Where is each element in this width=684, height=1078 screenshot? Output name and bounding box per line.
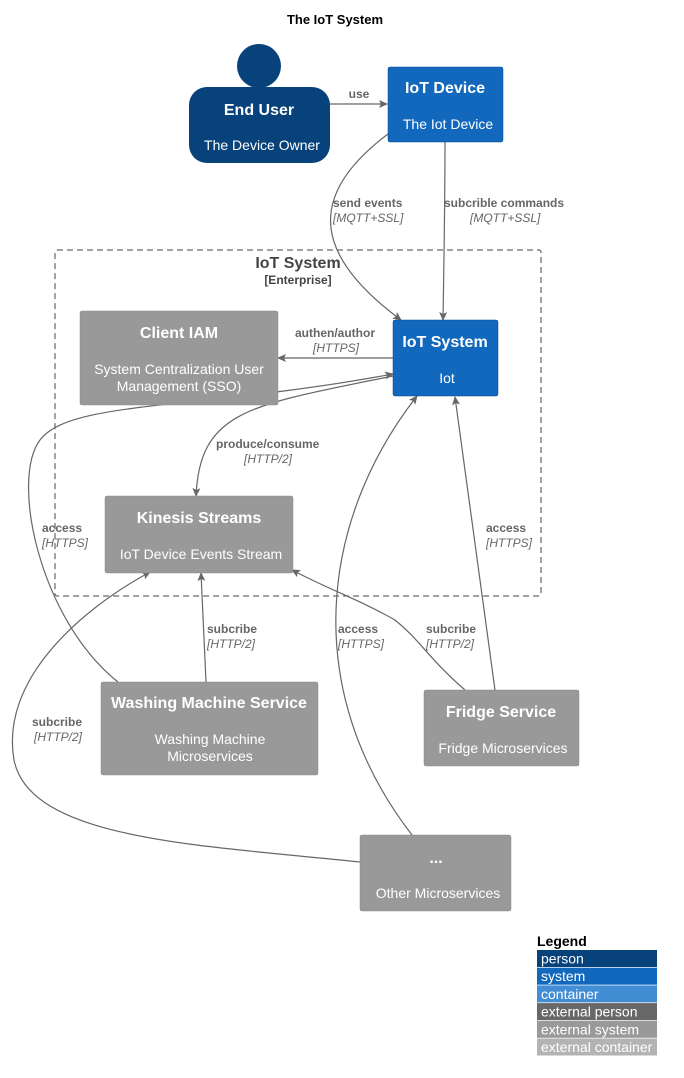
edge-fridge-access-label: access [486, 521, 526, 535]
edge-produce-consume [192, 375, 394, 497]
edge-send-events [330, 133, 402, 321]
edge-fridge-subscribe-tech: [HTTP/2] [425, 637, 475, 651]
node-washing-machine-service[interactable]: Washing Machine Service Washing Machine … [100, 681, 319, 776]
edge-produce-tech: [HTTP/2] [243, 452, 293, 466]
legend-swatch [537, 1020, 657, 1038]
edge-fridge-subscribe [291, 569, 466, 691]
iot-device-desc: The Iot Device [403, 116, 493, 132]
node-kinesis-streams[interactable]: Kinesis Streams IoT Device Events Stream [104, 495, 294, 574]
node-iot-system[interactable]: IoT System Iot [392, 319, 499, 397]
legend-item-label: container [541, 986, 599, 1002]
edge-subscribe-commands [439, 141, 448, 321]
edge-other-access-tech: [HTTPS] [337, 637, 385, 651]
edge-washing-access-label: access [42, 521, 82, 535]
edge-other-access-label: access [338, 622, 378, 636]
edge-washing-subscribe [197, 572, 207, 683]
person-body [189, 87, 330, 163]
legend-item-label: external system [541, 1021, 639, 1037]
edge-washing-subscribe-label: subcribe [207, 622, 257, 636]
edge-authen-tech: [HTTPS] [312, 341, 360, 355]
edge-washing-subscribe-tech: [HTTP/2] [206, 637, 256, 651]
edge-send-events-tech: [MQTT+SSL] [332, 211, 404, 225]
client-iam-desc-line2: Management (SSO) [117, 378, 242, 394]
other-desc: Other Microservices [376, 885, 500, 901]
legend-item-label: system [541, 968, 585, 984]
end-user-title: End User [224, 102, 294, 119]
edge-fridge-access [452, 396, 496, 691]
legend-swatch [537, 950, 657, 967]
edge-fridge-subscribe-label: subcribe [426, 622, 476, 636]
legend-item-label: external container [541, 1039, 653, 1055]
other-title: ... [429, 850, 442, 867]
edge-subscribe-commands-tech: [MQTT+SSL] [469, 211, 541, 225]
washing-desc-line2: Microservices [167, 748, 253, 764]
kinesis-title: Kinesis Streams [137, 510, 262, 527]
legend-swatch [537, 1038, 657, 1056]
client-iam-desc-line1: System Centralization User [94, 361, 264, 377]
node-end-user[interactable]: End User The Device Owner [189, 44, 330, 163]
kinesis-desc: IoT Device Events Stream [120, 546, 282, 562]
edge-authen-label: authen/author [295, 326, 375, 340]
legend-title: Legend [537, 933, 587, 949]
iot-system-desc: Iot [439, 370, 455, 386]
washing-desc-line1: Washing Machine [155, 731, 266, 747]
node-fridge-service[interactable]: Fridge Service Fridge Microservices [423, 689, 580, 767]
legend-swatch [537, 985, 657, 1003]
washing-title: Washing Machine Service [111, 695, 307, 712]
node-iot-device[interactable]: IoT Device The Iot Device [387, 66, 504, 143]
fridge-title: Fridge Service [446, 704, 556, 721]
node-client-iam[interactable]: Client IAM System Centralization User Ma… [79, 310, 279, 406]
iot-system-title: IoT System [402, 334, 487, 351]
edge-other-subscribe-label: subcribe [32, 715, 82, 729]
client-iam-title: Client IAM [140, 325, 218, 342]
edge-use-label: use [349, 87, 370, 101]
edge-subscribe-commands-label: subcrible commands [444, 196, 564, 210]
diagram-title: The IoT System [287, 12, 383, 27]
edge-fridge-access-tech: [HTTPS] [485, 536, 533, 550]
edge-produce-label: produce/consume [216, 437, 320, 451]
end-user-desc: The Device Owner [204, 137, 320, 153]
edge-send-events-label: send events [333, 196, 403, 210]
legend-item-label: person [541, 951, 584, 967]
edge-other-subscribe [11, 571, 361, 863]
edge-washing-access-tech: [HTTPS] [41, 536, 89, 550]
fridge-desc: Fridge Microservices [438, 740, 567, 756]
iot-device-title: IoT Device [405, 80, 485, 97]
legend-swatch [537, 967, 657, 985]
edge-other-subscribe-tech: [HTTP/2] [33, 730, 83, 744]
boundary-type: [Enterprise] [264, 273, 331, 287]
edge-other-access [335, 395, 418, 836]
edges: use send events [MQTT+SSL] subcrible com… [11, 87, 564, 863]
legend-item-label: external person [541, 1004, 638, 1020]
enterprise-boundary: IoT System [Enterprise] [54, 249, 542, 597]
boundary-title: IoT System [255, 255, 340, 272]
legend-swatch [537, 1003, 657, 1021]
person-head-icon [237, 44, 281, 88]
node-other-microservices[interactable]: ... Other Microservices [359, 834, 512, 912]
